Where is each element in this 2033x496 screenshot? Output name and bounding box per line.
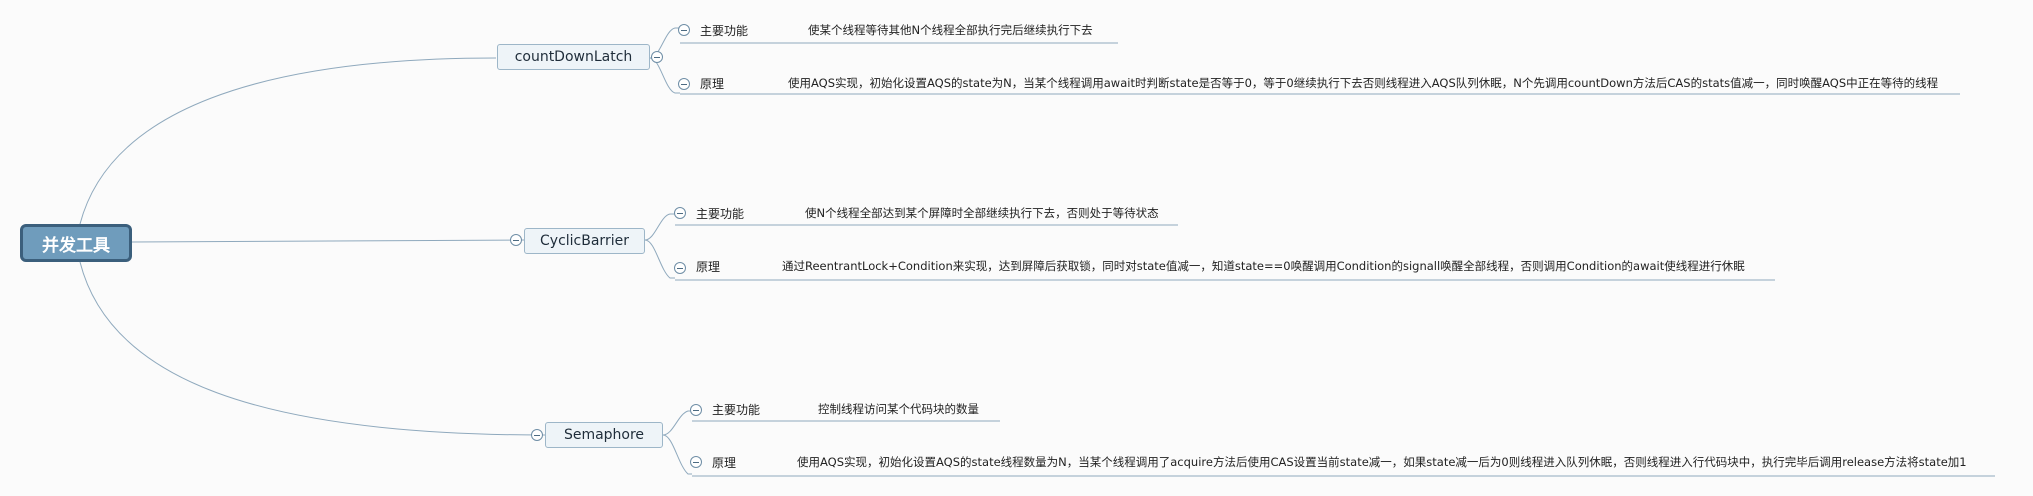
topic-cyclicbarrier[interactable]: CyclicBarrier [524, 228, 645, 254]
topic-semaphore-label: Semaphore [563, 427, 645, 443]
collapse-toggle-icon[interactable] [674, 262, 686, 274]
subtopic-label: 原理 [696, 260, 721, 274]
subtopic-description: 使用AQS实现，初始化设置AQS的state线程数量为N，当某个线程调用了acq… [797, 455, 1967, 469]
subtopic-description: 使N个线程全部达到某个屏障时全部继续执行下去，否则处于等待状态 [805, 206, 1159, 220]
subtopic-description: 控制线程访问某个代码块的数量 [818, 402, 979, 416]
subtopic-label: 原理 [712, 456, 737, 470]
topic-countdownlatch[interactable]: countDownLatch [497, 44, 650, 70]
subtopic-label: 主要功能 [700, 24, 749, 38]
collapse-toggle-icon[interactable] [678, 24, 690, 36]
root-node-label: 并发工具 [42, 235, 110, 256]
collapse-toggle-icon[interactable] [674, 207, 686, 219]
collapse-toggle-icon[interactable] [531, 429, 543, 441]
collapse-toggle-icon[interactable] [690, 404, 702, 416]
collapse-toggle-icon[interactable] [510, 234, 522, 246]
subtopic-description: 通过ReentrantLock+Condition来实现，达到屏障后获取锁，同时… [782, 259, 1745, 273]
root-node[interactable]: 并发工具 [20, 224, 132, 262]
subtopic-label: 主要功能 [696, 207, 745, 221]
subtopic-label: 原理 [700, 77, 725, 91]
collapse-toggle-icon[interactable] [690, 456, 702, 468]
topic-cyclicbarrier-label: CyclicBarrier [540, 233, 629, 249]
collapse-toggle-icon[interactable] [678, 78, 690, 90]
topic-countdownlatch-label: countDownLatch [514, 49, 633, 65]
subtopic-label: 主要功能 [712, 403, 761, 417]
subtopic-description: 使某个线程等待其他N个线程全部执行完后继续执行下去 [808, 23, 1093, 37]
topic-semaphore[interactable]: Semaphore [545, 422, 663, 448]
subtopic-description: 使用AQS实现，初始化设置AQS的state为N，当某个线程调用await时判断… [788, 76, 1939, 90]
collapse-toggle-icon[interactable] [651, 51, 663, 63]
